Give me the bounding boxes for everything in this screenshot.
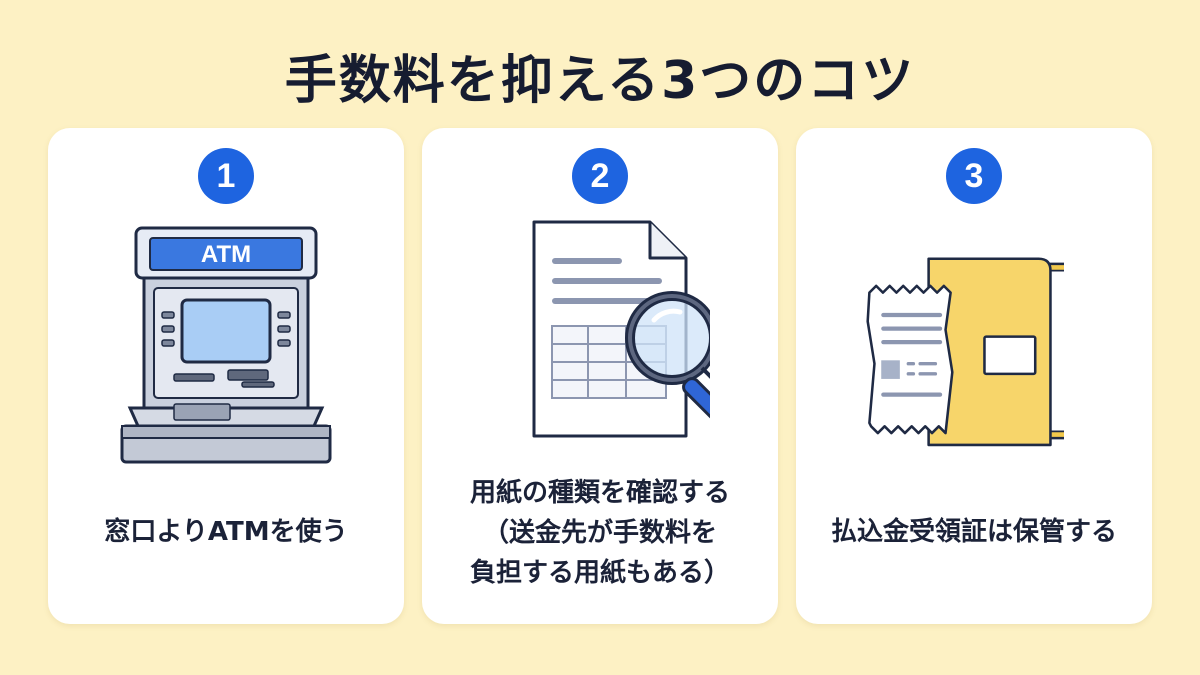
caption-line: （送金先が手数料を: [482, 518, 717, 548]
caption-line: 負担する用紙もある）: [469, 558, 730, 588]
caption-line: 用紙の種類を確認する: [469, 478, 730, 508]
atm-label: ATM: [201, 241, 251, 268]
tip-caption: 窓口よりATMを使う: [58, 512, 394, 552]
tip-caption: 用紙の種類を確認する （送金先が手数料を 負担する用紙もある）: [432, 473, 768, 593]
tip-card-2: 2 用紙の種類を確認する （送金先が手数料を 負担する用紙もある）: [422, 128, 778, 624]
caption-line: 窓口よりATMを使う: [104, 517, 348, 547]
step-number-badge: 2: [572, 148, 628, 204]
page-title: 手数料を抑える3つのコツ: [284, 51, 916, 111]
receipt-folder-icon: [866, 257, 1064, 447]
caption-line: 払込金受領証は保管する: [830, 517, 1117, 547]
document-magnifier-icon: [532, 220, 710, 438]
step-number-badge: 1: [198, 148, 254, 204]
tip-card-3: 3 払込金受領証は保管する: [796, 128, 1152, 624]
tip-card-1: 1 ATM 窓口よりATMを使う: [48, 128, 404, 624]
tip-caption: 払込金受領証は保管する: [806, 512, 1142, 552]
atm-machine-icon: ATM: [120, 226, 332, 464]
step-number-badge: 3: [946, 148, 1002, 204]
